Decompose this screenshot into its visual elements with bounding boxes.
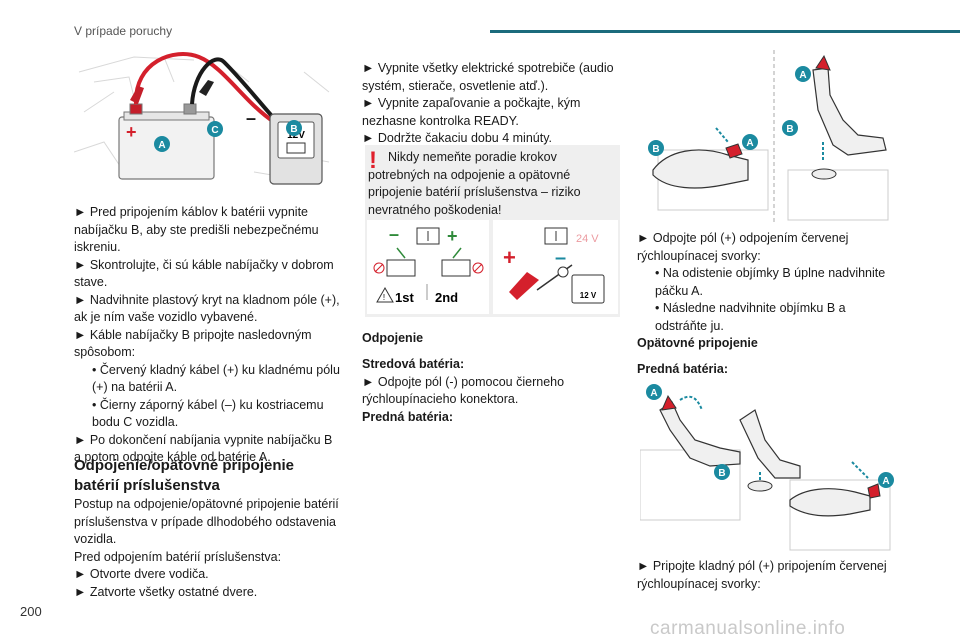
col3-paragraph-1: ► Odpojte pól (+) odpojením červenej rýc… bbox=[637, 231, 849, 263]
warning-text: Nikdy nemeňte poradie krokov potrebných … bbox=[368, 150, 581, 217]
front-battery-disconnect-illustration: B A A B bbox=[648, 50, 889, 222]
header-accent-bar bbox=[490, 30, 960, 33]
charger-illustration: 12V + – A C B bbox=[74, 52, 336, 192]
column-1-text-lower: Postup na odpojenie/opätovné pripojenie … bbox=[74, 496, 342, 601]
col1-paragraph-3: ► Nadvihnite plastový kryt na kladnom pó… bbox=[74, 292, 340, 325]
col1-paragraph-2: ► Skontrolujte, či sú káble nabíjačky v … bbox=[74, 257, 334, 290]
col3-bullet-2: • Následne nadvihnite objímku B a odstrá… bbox=[655, 301, 846, 333]
col2-sub-2: Predná batéria: bbox=[362, 409, 454, 424]
front-battery-reconnect-illustration: A B A bbox=[640, 384, 894, 551]
label-b: B bbox=[290, 124, 297, 135]
warning-box bbox=[365, 145, 620, 217]
disconnect-order-illustration: – + ! 1st 2nd 24 V + – 12 V bbox=[367, 220, 618, 314]
svg-text:A: A bbox=[882, 476, 889, 487]
charger-b-shape: 12V bbox=[269, 113, 323, 185]
col2-heading: Odpojenie bbox=[362, 331, 424, 345]
col2-paragraph-1: ► Vypnite všetky elektrické spotrebiče (… bbox=[362, 61, 614, 93]
col2-paragraph-2: ► Vypnite zapaľovanie a počkajte, kým ne… bbox=[362, 96, 581, 128]
col1-heading: Odpojenie/opätovné pripojenie batérií pr… bbox=[74, 457, 295, 494]
svg-text:+: + bbox=[503, 245, 516, 270]
col2-paragraph-4: ► Odpojte pól (-) pomocou čierneho rýchl… bbox=[362, 374, 565, 407]
watermark: carmanualsonline.info bbox=[650, 618, 846, 639]
col1-paragraph-1: ► Pred pripojením káblov k batérii vypni… bbox=[74, 205, 319, 254]
plus-sign-label: + bbox=[126, 122, 137, 142]
col3-bullet-1: • Na odistenie objímky B úplne nadvihnit… bbox=[655, 266, 886, 298]
svg-text:A: A bbox=[650, 388, 657, 399]
first-step-label: 1st bbox=[395, 290, 414, 305]
col3-paragraph-2: ► Pripojte kladný pól (+) pripojením čer… bbox=[637, 559, 887, 591]
column-3-text: ► Odpojte pól (+) odpojením červenej rýc… bbox=[637, 230, 887, 335]
svg-text:–: – bbox=[389, 224, 399, 244]
page-number: 200 bbox=[20, 604, 42, 619]
12v-label: 12 V bbox=[580, 291, 597, 300]
label-c-marker bbox=[207, 121, 223, 137]
svg-text:B: B bbox=[786, 124, 793, 135]
24v-label: 24 V bbox=[576, 233, 599, 245]
minus-sign-label: – bbox=[246, 108, 256, 128]
svg-text:!: ! bbox=[383, 293, 385, 302]
column-2-text: ► Vypnite všetky elektrické spotrebiče (… bbox=[362, 60, 620, 148]
col3-sub-1: Predná batéria: bbox=[637, 362, 729, 376]
col1-paragraph-5: ► Po dokončení nabíjania vypnite nabíjač… bbox=[74, 432, 333, 465]
col1-paragraph-4: ► Káble nabíjačky B pripojte nasledovným… bbox=[74, 327, 312, 360]
col1-paragraph-6: Postup na odpojenie/opätovné pripojenie … bbox=[74, 497, 339, 546]
label-b-marker bbox=[286, 120, 302, 136]
svg-text:A: A bbox=[799, 70, 806, 81]
column-2-text-lower: Stredová batéria: ► Odpojte pól (-) pomo… bbox=[362, 356, 620, 426]
svg-text:B: B bbox=[718, 468, 725, 479]
svg-text:B: B bbox=[652, 144, 659, 155]
col1-paragraph-9: ► Zatvorte všetky ostatné dvere. bbox=[74, 584, 258, 599]
svg-text:A: A bbox=[746, 138, 753, 149]
label-a: A bbox=[158, 140, 165, 151]
col2-paragraph-3: ► Dodržte čakaciu dobu 4 minúty. bbox=[362, 131, 553, 145]
column-1-text: ► Pred pripojením káblov k batérii vypni… bbox=[74, 204, 342, 467]
label-c: C bbox=[211, 125, 218, 136]
col1-bullet-2: • Čierny záporný kábel (–) ku kostriacem… bbox=[92, 397, 324, 430]
col2-sub-1: Stredová batéria: bbox=[362, 357, 465, 371]
col1-paragraph-7: Pred odpojením batérií príslušenstva: bbox=[74, 549, 282, 564]
col1-paragraph-8: ► Otvorte dvere vodiča. bbox=[74, 567, 209, 581]
svg-text:+: + bbox=[447, 226, 458, 246]
svg-text:–: – bbox=[555, 247, 566, 269]
warning-icon: ! bbox=[369, 147, 377, 174]
label-a-marker bbox=[154, 136, 170, 152]
col1-bullet-1: • Červený kladný kábel (+) ku kladnému p… bbox=[92, 362, 340, 395]
col3-heading: Opätovné pripojenie bbox=[637, 336, 758, 350]
section-header: V prípade poruchy bbox=[74, 24, 173, 38]
second-step-label: 2nd bbox=[435, 290, 458, 305]
